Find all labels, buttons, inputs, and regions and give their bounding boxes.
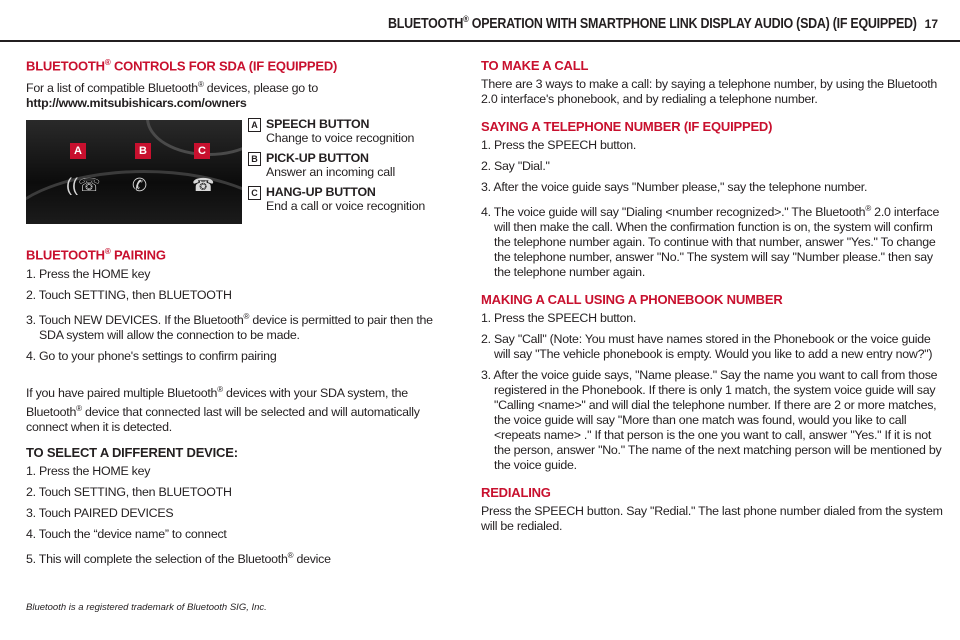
speech-icon: ((☏ bbox=[66, 175, 101, 196]
badge-a: A bbox=[70, 143, 86, 160]
make-call-text: There are 3 ways to make a call: by sayi… bbox=[481, 77, 938, 106]
page-title: BLUETOOTH® OPERATION WITH SMARTPHONE LIN… bbox=[388, 14, 917, 32]
legend-title: PICK-UP BUTTON bbox=[266, 151, 369, 166]
trademark-footnote: Bluetooth is a registered trademark of B… bbox=[26, 602, 267, 613]
saying-step: 4. The voice guide will say "Dialing <nu… bbox=[481, 204, 940, 280]
phonebook-step: 1. Press the SPEECH button. bbox=[481, 311, 637, 326]
redialing-text: Press the SPEECH button. Say "Redial." T… bbox=[481, 504, 943, 534]
select-device-heading: TO SELECT A DIFFERENT DEVICE: bbox=[26, 445, 238, 461]
pairing-step: 2. Touch SETTING, then BLUETOOTH bbox=[26, 287, 232, 302]
pickup-icon: ✆ bbox=[132, 175, 148, 196]
legend-item-hangup: C HANG-UP BUTTON End a call or voice rec… bbox=[248, 185, 448, 213]
steering-controls-figure: A B C ((☏ ✆ ☎ A SPEECH BUTTON Change to … bbox=[26, 117, 446, 235]
select-step: 3. Touch PAIRED DEVICES bbox=[26, 506, 174, 521]
select-step: 2. Touch SETTING, then BLUETOOTH bbox=[26, 485, 232, 500]
controls-intro: For a list of compatible Bluetooth® devi… bbox=[26, 80, 318, 96]
page-number: 17 bbox=[924, 16, 938, 31]
saying-number-heading: SAYING A TELEPHONE NUMBER (IF EQUIPPED) bbox=[481, 119, 773, 134]
badge-b: B bbox=[135, 143, 151, 160]
select-step: 5. This will complete the selection of t… bbox=[26, 551, 331, 567]
legend-item-speech: A SPEECH BUTTON Change to voice recognit… bbox=[248, 117, 448, 145]
pairing-note: If you have paired multiple Bluetooth® d… bbox=[26, 384, 420, 435]
legend-badge: B bbox=[248, 152, 261, 167]
left-column: BLUETOOTH® CONTROLS FOR SDA (IF EQUIPPED… bbox=[26, 58, 446, 573]
phonebook-step: 3. After the voice guide says, "Name ple… bbox=[481, 368, 942, 473]
saying-step: 1. Press the SPEECH button. bbox=[481, 138, 637, 152]
button-legend: A SPEECH BUTTON Change to voice recognit… bbox=[248, 117, 448, 219]
steering-wheel-photo: A B C ((☏ ✆ ☎ bbox=[26, 120, 242, 225]
controls-heading: BLUETOOTH® CONTROLS FOR SDA (IF EQUIPPED… bbox=[26, 58, 338, 74]
owners-link[interactable]: http://www.mitsubishicars.com/owners bbox=[26, 96, 247, 111]
pairing-heading: BLUETOOTH® PAIRING bbox=[26, 247, 166, 263]
badge-c: C bbox=[194, 143, 210, 160]
header-rule bbox=[0, 40, 960, 42]
legend-desc: Change to voice recognition bbox=[266, 131, 415, 146]
saying-step: 3. After the voice guide says "Number pl… bbox=[481, 180, 868, 194]
hangup-icon: ☎ bbox=[192, 175, 215, 196]
pairing-step: 1. Press the HOME key bbox=[26, 266, 151, 281]
saying-step: 2. Say "Dial." bbox=[481, 159, 550, 173]
select-step: 1. Press the HOME key bbox=[26, 464, 151, 479]
phonebook-heading: MAKING A CALL USING A PHONEBOOK NUMBER bbox=[481, 292, 783, 308]
bezel-arc bbox=[26, 170, 242, 225]
legend-item-pickup: B PICK-UP BUTTON Answer an incoming call bbox=[248, 151, 448, 179]
right-column: TO MAKE A CALL There are 3 ways to make … bbox=[481, 58, 943, 534]
redialing-heading: REDIALING bbox=[481, 485, 551, 501]
phonebook-step: 2. Say "Call" (Note: You must have names… bbox=[481, 332, 933, 362]
select-step: 4. Touch the “device name” to connect bbox=[26, 527, 227, 542]
legend-desc: End a call or voice recognition bbox=[266, 199, 426, 214]
pairing-step: 4. Go to your phone's settings to confir… bbox=[26, 348, 277, 363]
legend-badge: C bbox=[248, 186, 261, 201]
pairing-step: 3. Touch NEW DEVICES. If the Bluetooth® … bbox=[26, 311, 433, 342]
legend-badge: A bbox=[248, 118, 261, 133]
make-call-heading: TO MAKE A CALL bbox=[481, 58, 589, 73]
legend-title: HANG-UP BUTTON bbox=[266, 185, 376, 200]
legend-title: SPEECH BUTTON bbox=[266, 117, 370, 132]
legend-desc: Answer an incoming call bbox=[266, 165, 396, 180]
page-header: BLUETOOTH® OPERATION WITH SMARTPHONE LIN… bbox=[302, 14, 938, 32]
